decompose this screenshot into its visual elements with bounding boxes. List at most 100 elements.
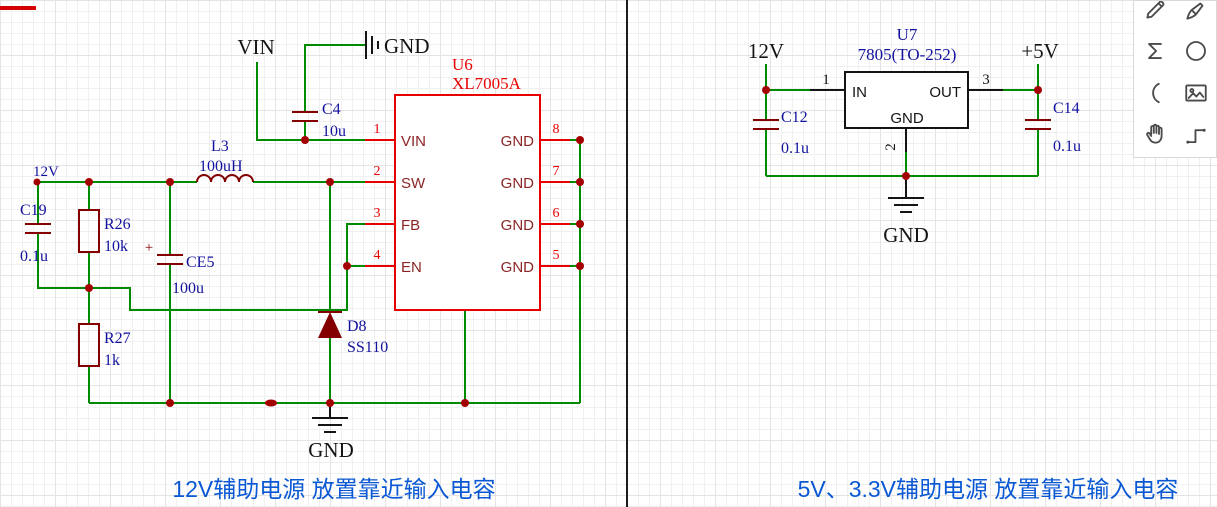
component-ref[interactable]: CE5	[186, 254, 214, 271]
component-value[interactable]: 0.1u	[1053, 138, 1081, 155]
diode-d8[interactable]: D8 SS110	[318, 311, 388, 356]
resistor-symbol	[78, 323, 100, 367]
diode-symbol	[318, 312, 342, 338]
resistor-r26[interactable]: R26 10k	[78, 209, 131, 255]
pin-number: 8	[553, 122, 560, 137]
pin-number: 1	[822, 72, 830, 88]
junction-dot	[85, 178, 93, 186]
component-ref[interactable]: R27	[104, 330, 131, 347]
component-ref[interactable]: C12	[781, 109, 808, 126]
ic-right-pins	[540, 139, 570, 267]
component-ref[interactable]: R26	[104, 216, 131, 233]
gnd-flag-bottom[interactable]: GND	[308, 403, 354, 462]
component-ref[interactable]: D8	[347, 318, 367, 335]
capacitor-symbol	[753, 119, 779, 130]
circle-icon[interactable]	[1179, 34, 1213, 68]
junction-dot	[1034, 86, 1042, 94]
capacitor-c12[interactable]: C12 0.1u	[753, 109, 809, 157]
arc-icon-glyph	[1151, 82, 1160, 103]
component-value[interactable]: 1k	[104, 352, 120, 369]
image-icon[interactable]	[1179, 76, 1213, 110]
component-value[interactable]: 0.1u	[781, 140, 809, 157]
inductor-symbol	[196, 174, 254, 183]
pin-name: GND	[501, 175, 535, 192]
pin-name: FB	[401, 217, 420, 234]
component-part[interactable]: 7805(TO-252)	[858, 45, 957, 64]
component-value[interactable]: SS110	[347, 339, 388, 356]
junction-dot	[576, 136, 584, 144]
component-value[interactable]: 10u	[322, 123, 346, 140]
junction-dot	[576, 220, 584, 228]
resistor-r27[interactable]: R27 1k	[78, 323, 131, 369]
capacitor-c14[interactable]: C14 0.1u	[1025, 100, 1081, 155]
ic-body[interactable]	[844, 71, 969, 129]
hand-icon-glyph	[1145, 124, 1163, 144]
pin-name: GND	[501, 259, 535, 276]
power-label-vin[interactable]: VIN	[237, 35, 274, 59]
polyline-icon-glyph	[1147, 43, 1162, 60]
component-part[interactable]: XL7005A	[452, 74, 522, 93]
capacitor-symbol	[292, 111, 318, 122]
component-value[interactable]: 100u	[172, 280, 204, 297]
component-ref[interactable]: U7	[897, 25, 918, 44]
junction-dot	[265, 399, 277, 407]
wire-icon-glyph	[1185, 128, 1206, 144]
ic-left-pins	[365, 139, 395, 267]
pin-number: 6	[553, 206, 560, 221]
pin-number: 2	[374, 164, 381, 179]
gnd-symbol	[365, 31, 379, 59]
ic-u7[interactable]: U7 7805(TO-252) 1 3 2 IN OUT GND	[810, 25, 1003, 152]
component-value[interactable]: 100uH	[199, 158, 243, 175]
image-icon-glyph	[1184, 84, 1207, 102]
hand-icon[interactable]	[1138, 117, 1172, 151]
component-ref[interactable]: C4	[322, 101, 341, 118]
component-value[interactable]: 10k	[104, 238, 128, 255]
junction-dot	[762, 86, 770, 94]
component-value[interactable]: 0.1u	[20, 248, 48, 265]
pencil-icon[interactable]	[1138, 1, 1172, 27]
ic-u6[interactable]: U6 XL7005A 1 2 3 4 VIN SW FB EN 8 7 6 5 …	[365, 55, 570, 311]
drawing-toolbar	[1133, 0, 1217, 158]
junction-dot	[902, 172, 910, 180]
pin-number: 5	[553, 248, 560, 263]
power-label-12v[interactable]: 12V	[748, 39, 784, 63]
junction-dot	[326, 178, 334, 186]
net-label-12v[interactable]: 12V	[33, 164, 59, 180]
wire[interactable]	[256, 62, 365, 141]
junction-dots	[762, 86, 1042, 180]
circle-icon-glyph	[1185, 41, 1206, 62]
caption-right[interactable]: 5V、3.3V辅助电源 放置靠近输入电容	[798, 476, 1179, 502]
capacitor-c19[interactable]: C19 0.1u	[20, 202, 51, 265]
panel-divider	[626, 0, 628, 507]
polyline-icon[interactable]	[1138, 34, 1172, 68]
component-ref[interactable]: U6	[452, 55, 473, 74]
component-ref[interactable]: C14	[1053, 100, 1080, 117]
polarity-mark: +	[145, 240, 153, 256]
junction-dot	[326, 399, 334, 407]
caption-left[interactable]: 12V辅助电源 放置靠近输入电容	[172, 476, 495, 502]
component-ref[interactable]: C19	[20, 202, 47, 219]
ic-pins	[810, 89, 1003, 152]
gnd-flag-top[interactable]: GND	[365, 31, 430, 59]
power-label-5v[interactable]: +5V	[1021, 39, 1059, 63]
power-label-gnd: GND	[883, 223, 929, 247]
gnd-flag-right[interactable]: GND	[883, 176, 929, 247]
pen-icon[interactable]	[1179, 1, 1213, 27]
arc-icon[interactable]	[1138, 76, 1172, 110]
wire-icon[interactable]	[1179, 117, 1213, 151]
pencil-icon-glyph	[1145, 1, 1164, 19]
ic-body[interactable]	[394, 94, 541, 311]
gnd-symbol	[888, 176, 924, 213]
gnd-symbol	[312, 403, 348, 433]
capacitor-ce5[interactable]: + CE5 100u	[145, 240, 215, 297]
wire[interactable]	[37, 223, 365, 311]
wire[interactable]	[304, 44, 366, 112]
pin-name: SW	[401, 175, 426, 192]
junction-dot	[576, 178, 584, 186]
junction-dot	[343, 262, 351, 270]
inductor-l3[interactable]: L3 100uH	[196, 138, 254, 183]
component-ref[interactable]: L3	[211, 138, 229, 155]
capacitor-c4[interactable]: C4 10u	[292, 101, 346, 140]
left-circuit: VIN GND 12V C4 10u C19 0.1u R26 10k	[20, 31, 584, 502]
